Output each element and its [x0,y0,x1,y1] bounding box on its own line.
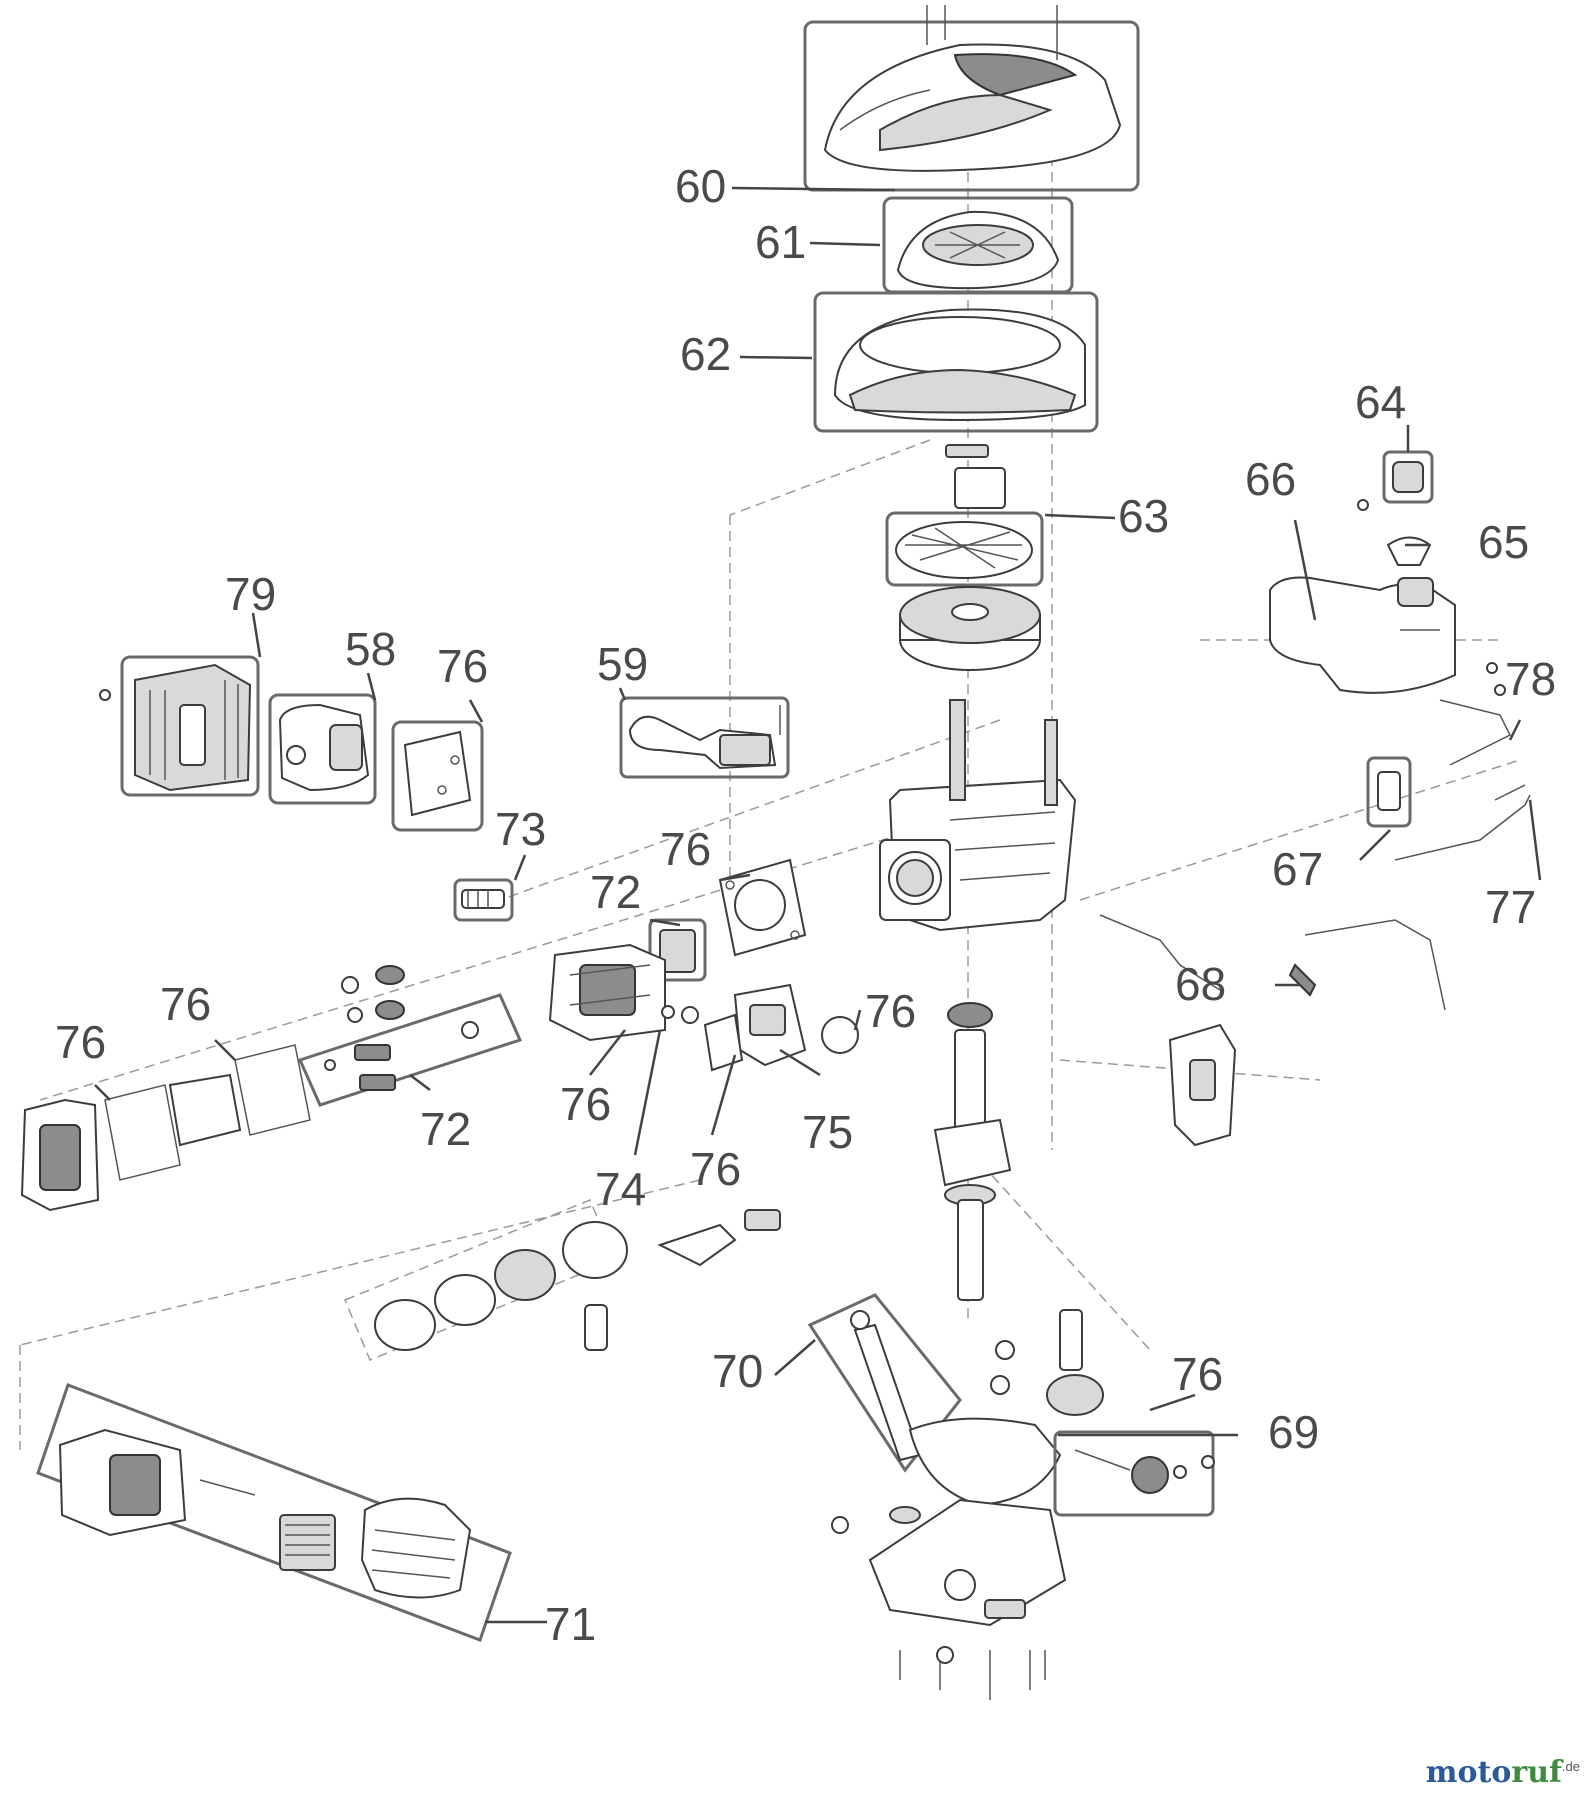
part-78-fuel-line [1439,662,1512,766]
part-crankshaft [933,1002,1012,1301]
callout-76-e: 76 [560,1078,611,1130]
callout-77: 77 [1485,881,1536,933]
callout-68: 68 [1175,958,1226,1010]
part-valve-springs [341,965,405,1023]
part-68-governor-spring [1099,914,1446,1011]
callout-72-lower: 72 [420,1103,471,1155]
callout-76-h: 76 [1172,1348,1223,1400]
part-72-valve-parts-lower [297,993,523,1107]
callout-64: 64 [1355,376,1406,428]
callout-labels: 60 61 62 63 64 65 66 67 68 69 70 71 72 7… [55,160,1556,1650]
motoruf-watermark-logo: motoruf.de [1425,1755,1580,1790]
callout-74: 74 [595,1163,646,1215]
callout-76-b: 76 [660,823,711,875]
callout-73: 73 [495,803,546,855]
callout-69: 69 [1268,1406,1319,1458]
callout-67: 67 [1272,843,1323,895]
part-72-valve-parts-upper [648,918,707,982]
part-piston-assembly [344,1199,781,1361]
callout-75: 75 [802,1106,853,1158]
part-cylinder-head [548,943,666,1042]
part-79-muffler-shield [99,655,260,797]
part-camshaft [990,1309,1104,1416]
callout-78: 78 [1505,653,1556,705]
part-65-fuel-strainer [1386,536,1432,566]
callout-70: 70 [712,1345,763,1397]
part-62-blower-housing [813,291,1099,433]
part-67-fuel-valve [1366,756,1412,828]
callout-76-c: 76 [160,978,211,1030]
part-control-bracket [1168,1023,1237,1147]
part-engine-block [879,699,1077,932]
callout-76-a: 76 [437,640,488,692]
callout-65: 65 [1478,516,1529,568]
part-77-fuel-hose [1394,784,1531,861]
part-74-carb-insulator [661,1005,699,1024]
callout-66: 66 [1245,453,1296,505]
callout-76-d: 76 [55,1016,106,1068]
part-75-carburetor [703,983,859,1072]
callout-76-f: 76 [865,985,916,1037]
part-70-oil-filler [807,1293,962,1473]
callout-59: 59 [597,638,648,690]
callout-58: 58 [345,623,396,675]
part-69-governor-assembly [1053,1430,1215,1517]
part-64-fuel-cap [1382,450,1434,504]
leader-lines [94,186,1542,1624]
callout-62: 62 [680,328,731,380]
callout-71: 71 [545,1598,596,1650]
callout-79: 79 [225,568,276,620]
part-66-fuel-tank [1269,499,1456,694]
part-73-spark-plug [453,878,514,922]
part-63-flywheel [885,444,1044,671]
part-76-muffler-gasket [391,720,484,832]
callout-72-upper: 72 [590,866,641,918]
part-76-crankcase-gasket [908,1417,1062,1507]
part-crankcase-cover [831,1498,1067,1700]
callout-63: 63 [1118,490,1169,542]
part-58-muffler [268,693,377,805]
callout-76-g: 76 [690,1143,741,1195]
part-60-engine-cover [803,5,1140,192]
part-71-air-filter-assembly [36,1383,512,1642]
part-59-ignition-coil [619,696,790,779]
part-76-head-gasket [718,858,807,957]
callout-61: 61 [755,216,806,268]
part-valve-cover [20,1044,311,1212]
callout-60: 60 [675,160,726,212]
part-61-recoil-starter [882,196,1074,294]
